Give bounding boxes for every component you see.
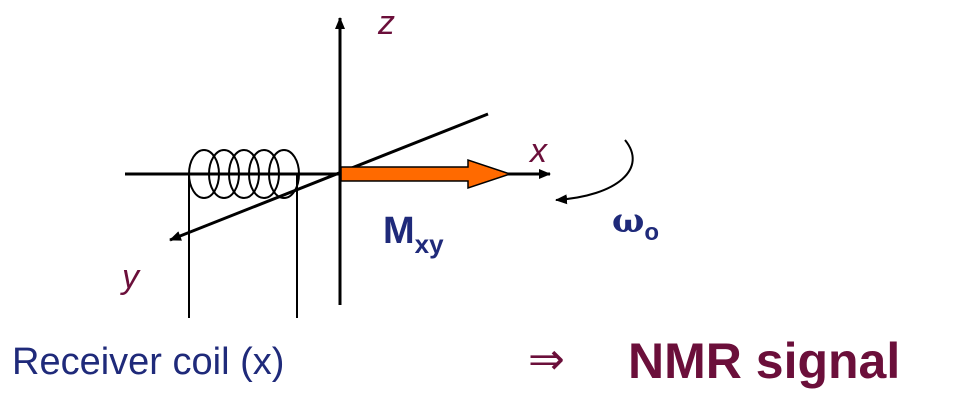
receiver-coil-caption: Receiver coil (x) [12,341,284,383]
nmr-signal-label: NMR signal [628,333,900,389]
omega-label: ωo [612,201,659,246]
x-axis-label: x [528,132,548,170]
magnetization-vector [340,158,513,190]
y-axis-label: y [120,258,141,296]
mxy-label: Mxy [383,210,444,259]
z-axis-label: z [377,4,395,42]
y-axis [169,112,489,242]
rotation-arrow [555,139,634,205]
implies-arrow: ⇒ [528,334,565,385]
